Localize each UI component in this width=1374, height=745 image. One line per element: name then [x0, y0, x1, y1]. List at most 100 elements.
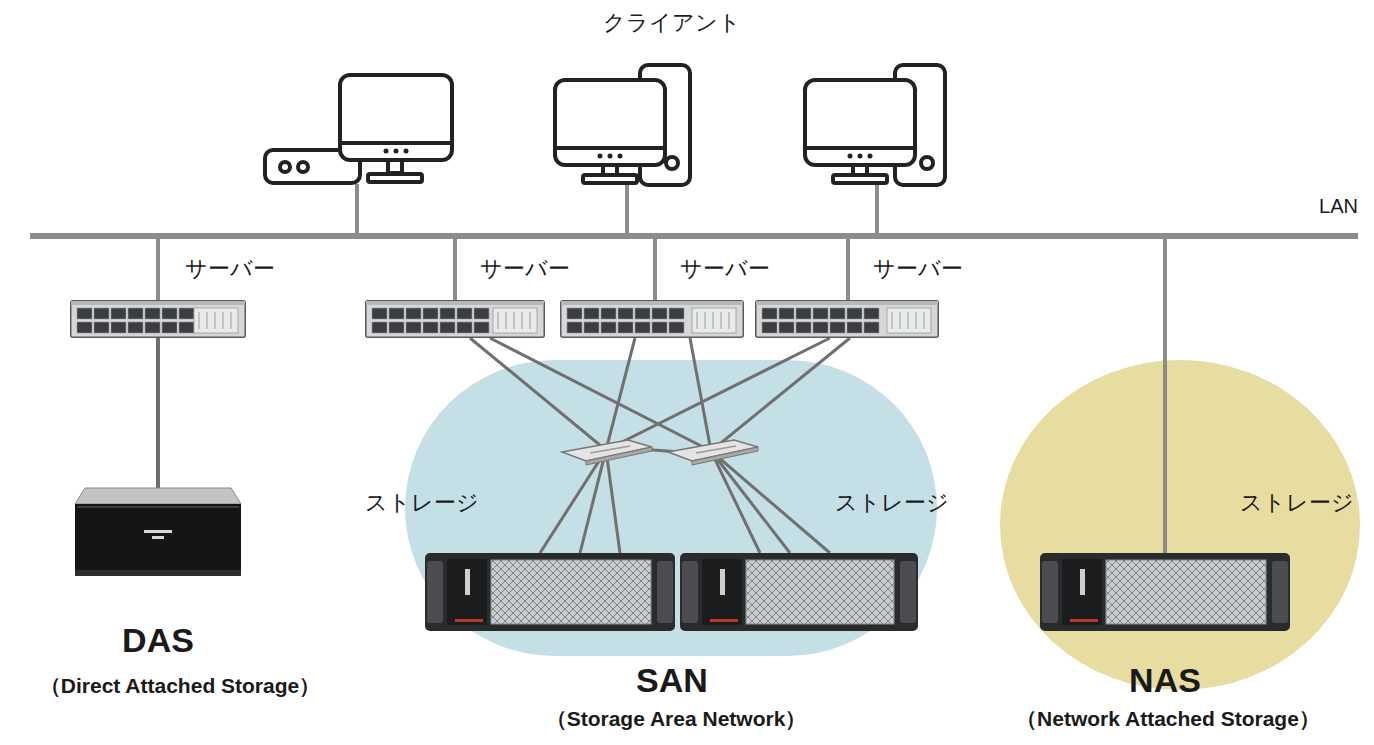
storage-picture	[1040, 553, 1290, 631]
network-cable	[653, 239, 657, 300]
network-cable	[1163, 239, 1167, 553]
server-picture	[561, 301, 744, 338]
san-switch	[590, 446, 630, 453]
server-picture	[222, 312, 223, 329]
client-terminal	[265, 75, 452, 183]
san-switch	[696, 446, 736, 453]
server-picture	[372, 308, 387, 319]
server-picture	[847, 308, 862, 319]
server-picture	[756, 301, 939, 338]
server-picture	[635, 322, 650, 333]
server-picture	[601, 308, 616, 319]
server-picture	[440, 322, 455, 333]
server-picture	[864, 322, 879, 333]
server-picture	[457, 308, 472, 319]
server-picture	[796, 308, 811, 319]
server-picture	[372, 322, 387, 333]
network-cable	[846, 239, 850, 300]
storage-picture	[657, 561, 673, 623]
server-picture	[755, 300, 939, 338]
storage-picture	[1042, 561, 1058, 623]
client-desktop	[555, 65, 690, 185]
client-desktop	[858, 154, 863, 159]
server-picture	[847, 322, 862, 333]
storage-picture	[702, 559, 742, 625]
server-picture	[923, 312, 924, 329]
server-label: サーバー	[873, 256, 963, 282]
server-picture	[560, 300, 744, 338]
server-picture	[206, 312, 207, 329]
server-picture	[521, 312, 522, 329]
storage-picture	[746, 560, 894, 624]
client-desktop	[608, 154, 613, 159]
client-desktop	[555, 146, 665, 150]
server-picture	[457, 322, 472, 333]
server-picture	[71, 301, 246, 338]
client-drop-line	[355, 184, 359, 234]
server-picture	[728, 312, 729, 329]
server-picture	[128, 308, 143, 319]
client-desktop	[555, 80, 665, 165]
lan-bus: LAN	[30, 233, 1358, 239]
storage-picture	[680, 553, 918, 631]
server-picture	[887, 308, 931, 333]
server-label: サーバー	[480, 256, 570, 282]
server-unit: サーバー	[755, 300, 939, 338]
server-picture	[907, 312, 908, 329]
client-terminal	[340, 75, 452, 160]
server-picture	[652, 322, 667, 333]
server-picture	[474, 308, 489, 319]
network-cable	[156, 239, 160, 300]
client-label: クライアント	[603, 10, 741, 36]
server-picture	[94, 322, 109, 333]
client-terminal	[404, 149, 409, 154]
client-desktop	[805, 80, 915, 165]
nas-outline	[1000, 360, 1360, 690]
client-terminal	[394, 149, 399, 154]
das-picture	[144, 530, 172, 533]
server-picture	[497, 312, 498, 329]
san-region: ストレージストレージSAN（Storage Area Network）	[405, 360, 937, 656]
client-terminal	[340, 141, 452, 145]
das-storage: DAS（Direct Attached Storage）	[75, 488, 241, 576]
server-picture	[830, 322, 845, 333]
storage-picture	[491, 560, 651, 624]
client-terminal	[388, 160, 402, 173]
storage-type: SAN	[636, 660, 708, 701]
server-picture	[406, 322, 421, 333]
nas-outline	[1000, 360, 1360, 690]
server-picture	[513, 312, 514, 329]
storage-array: ストレージ	[680, 553, 918, 631]
storage-type-full: （Direct Attached Storage）	[40, 673, 320, 698]
server-picture	[567, 322, 582, 333]
server-unit: サーバー	[70, 300, 246, 338]
server-picture	[561, 301, 743, 305]
server-picture	[584, 322, 599, 333]
server-picture	[230, 312, 231, 329]
server-label: サーバー	[680, 256, 770, 282]
server-picture	[77, 322, 92, 333]
server-picture	[712, 312, 713, 329]
server-picture	[813, 308, 828, 319]
storage-picture	[1106, 560, 1266, 624]
client-drop-line	[875, 184, 879, 234]
server-picture	[864, 308, 879, 319]
server-unit: サーバー	[365, 300, 545, 338]
client-terminal	[384, 149, 389, 154]
client-desktop	[598, 154, 603, 159]
server-picture	[704, 312, 705, 329]
server-picture	[70, 300, 246, 338]
server-unit: サーバー	[560, 300, 744, 338]
storage-picture	[720, 569, 725, 595]
client-desktop	[805, 65, 945, 185]
storage-picture	[900, 561, 916, 623]
server-picture	[389, 322, 404, 333]
client-desktop	[868, 154, 873, 159]
server-picture	[505, 312, 506, 329]
storage-label: ストレージ	[1240, 490, 1354, 516]
server-picture	[618, 308, 633, 319]
storage-picture	[425, 553, 675, 631]
server-picture	[669, 322, 684, 333]
server-picture	[179, 308, 194, 319]
server-picture	[618, 322, 633, 333]
